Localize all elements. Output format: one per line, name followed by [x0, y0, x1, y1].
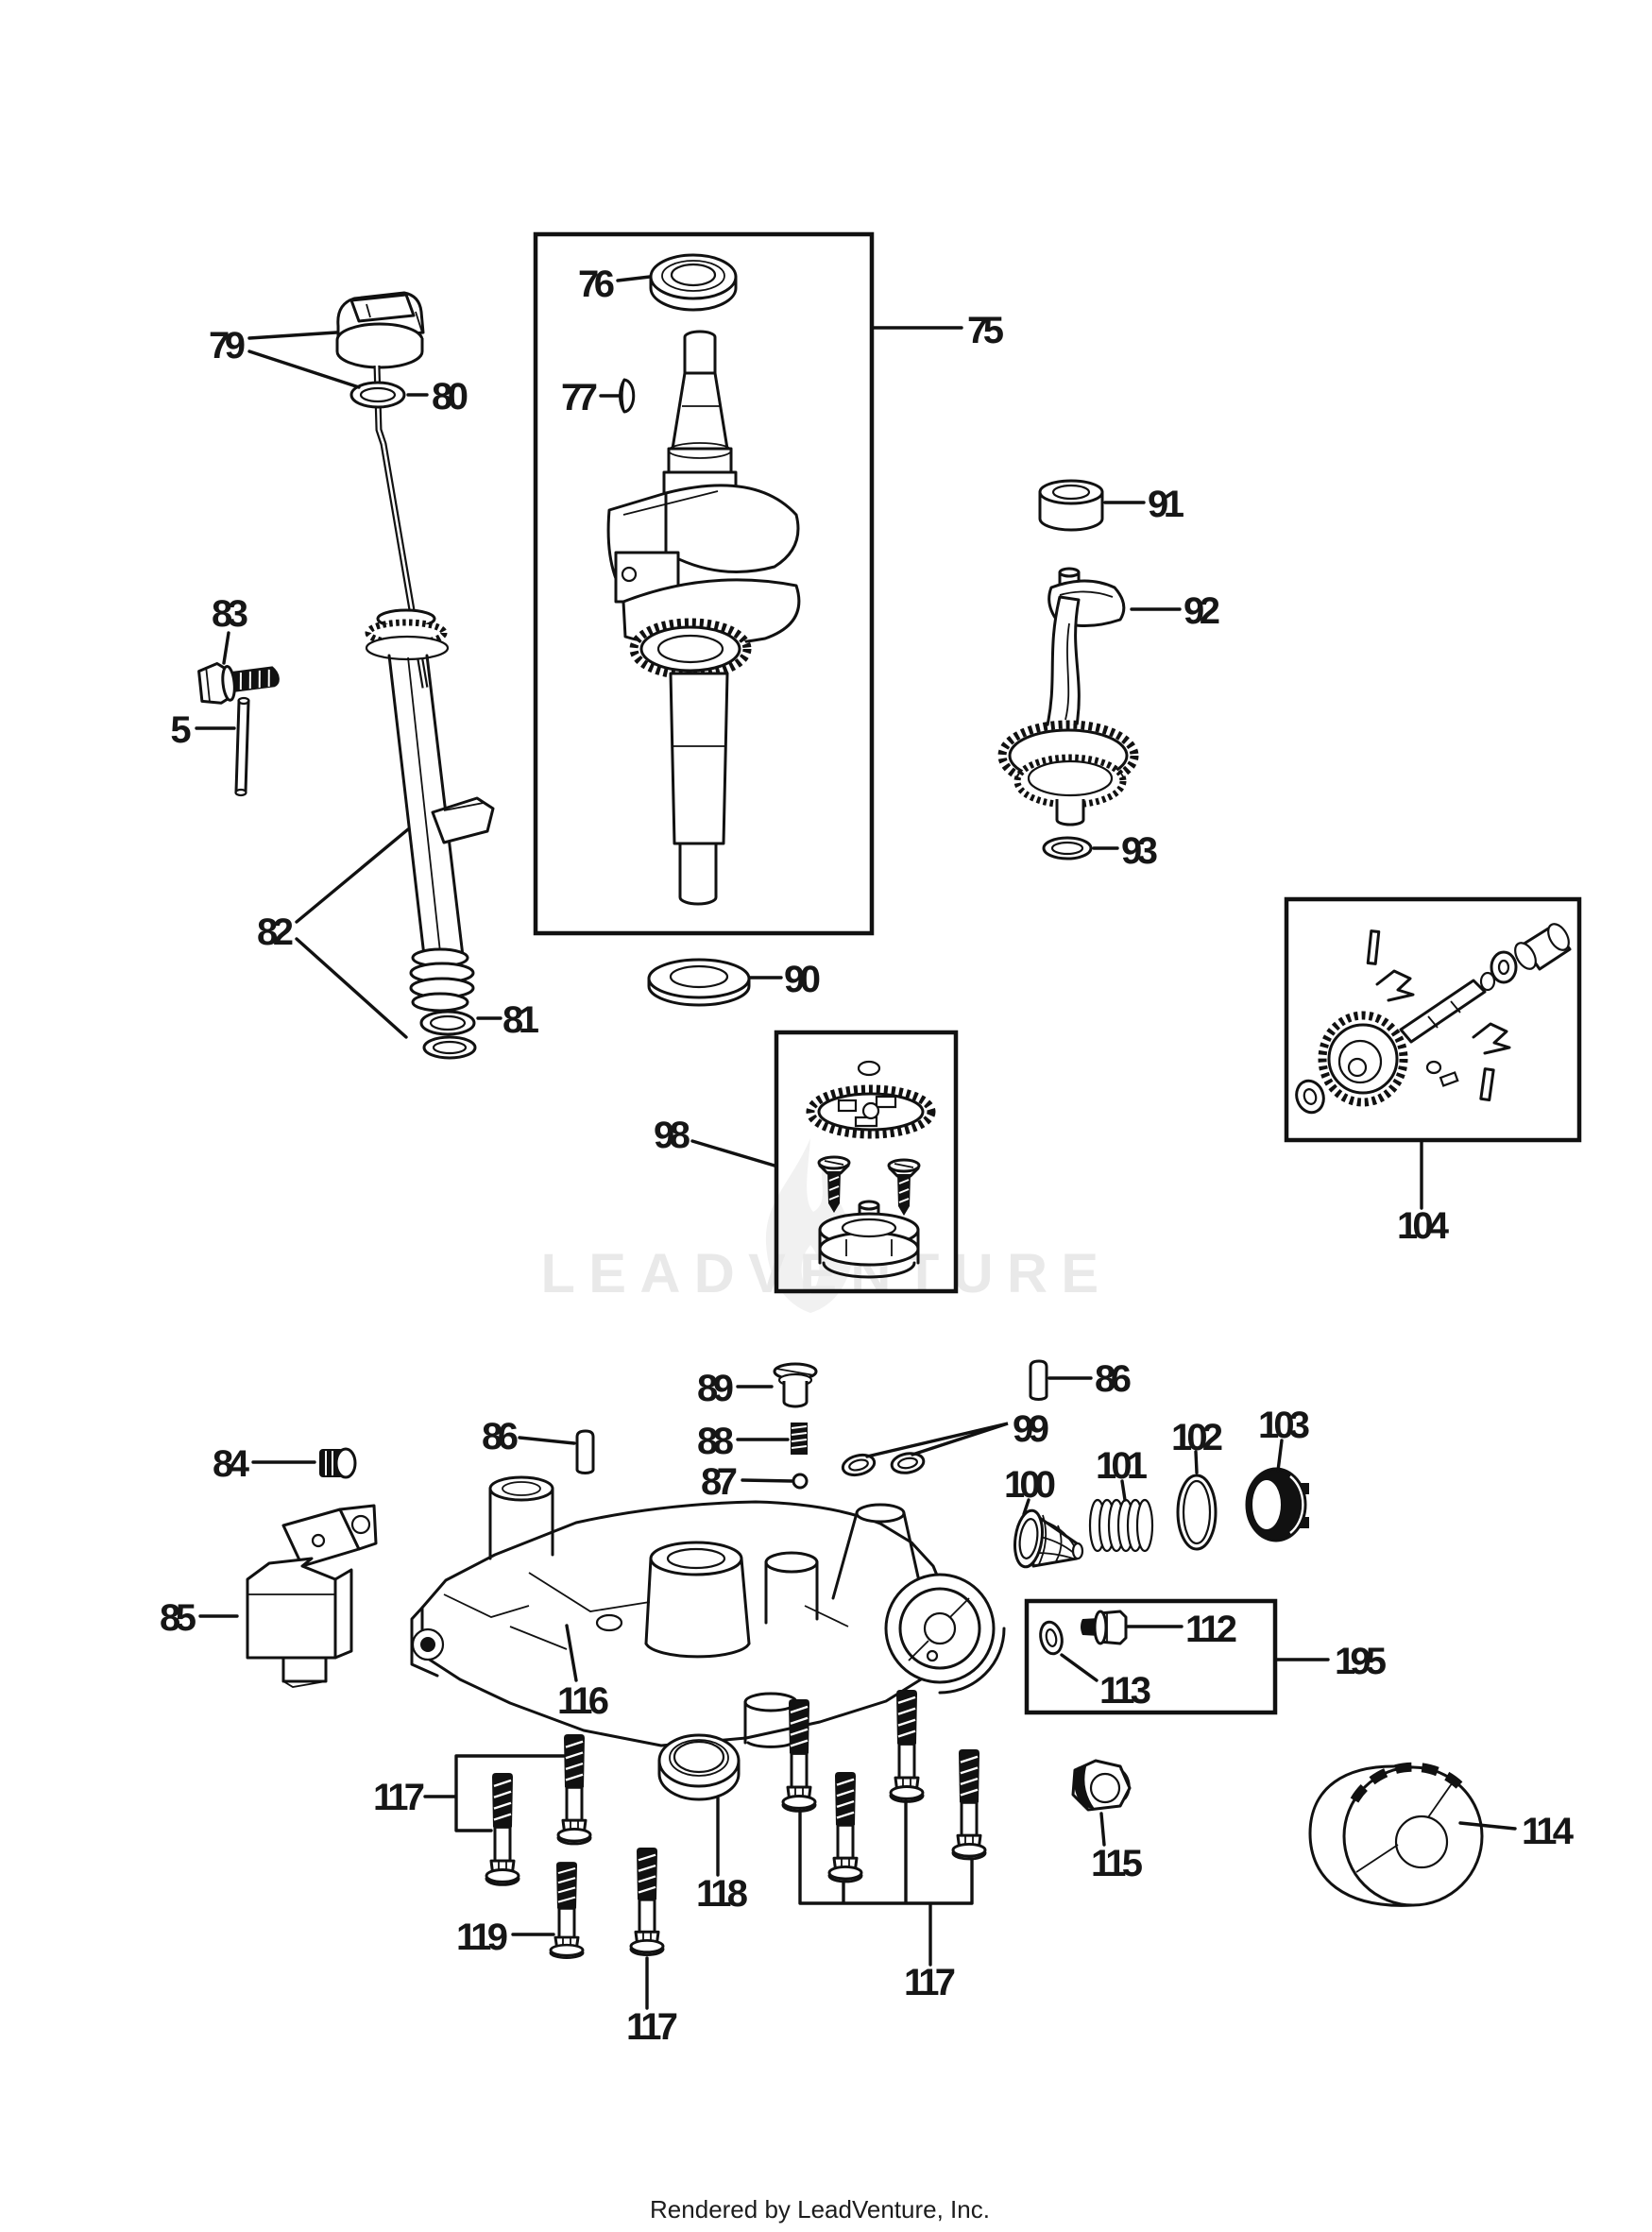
drain-plug-115-drawing [1071, 1759, 1132, 1812]
callout-103: 103 [1258, 1405, 1309, 1446]
callout-101: 101 [1096, 1445, 1148, 1487]
callout-117-center: 117 [626, 2006, 677, 2048]
callout-80: 80 [432, 376, 468, 417]
callout-104: 104 [1397, 1205, 1450, 1247]
callout-114: 114 [1522, 1811, 1575, 1852]
callout-102: 102 [1171, 1417, 1222, 1458]
callout-117-right: 117 [904, 1962, 955, 2003]
oil-fill-cap-drawing [335, 291, 425, 369]
plug-84-drawing [319, 1447, 357, 1479]
oil-filter-114-drawing [1308, 1762, 1484, 1907]
woodruff-key-77-drawing [619, 378, 636, 414]
leader-lines [195, 275, 1517, 2010]
spring-88-drawing [791, 1423, 808, 1455]
callout-77: 77 [561, 377, 597, 418]
crankshaft-group-box [533, 231, 875, 936]
callout-90: 90 [784, 959, 820, 1000]
orings-99-drawing [841, 1452, 926, 1477]
bolt-83-drawing [197, 662, 280, 705]
cam-oring-93-drawing [1042, 836, 1093, 860]
callout-83: 83 [212, 593, 247, 635]
bolt-112-drawing [1081, 1610, 1128, 1645]
callout-89: 89 [697, 1368, 733, 1409]
crankcase-cover-drawing [410, 1475, 1006, 1748]
dipstick-tube-orings-drawing [419, 1010, 477, 1060]
callout-88: 88 [697, 1421, 734, 1462]
cam-bushing-91-drawing [1038, 479, 1104, 532]
check-ball-87-drawing [792, 1473, 809, 1490]
callout-112: 112 [1185, 1609, 1236, 1650]
callout-85: 85 [160, 1597, 196, 1639]
camshaft-92-drawing [997, 567, 1139, 826]
callout-116: 116 [557, 1680, 608, 1722]
oil-sensor-85-drawing [246, 1504, 378, 1688]
callout-79: 79 [209, 325, 245, 366]
callout-76: 76 [578, 264, 614, 305]
callout-81: 81 [502, 999, 539, 1041]
oil-pump-kit-box [774, 1030, 959, 1294]
oring-102-drawing [1176, 1474, 1218, 1551]
callout-115: 115 [1091, 1843, 1143, 1884]
bearing-76-drawing [649, 253, 738, 312]
bearing-seal-118-drawing [657, 1733, 741, 1801]
callout-86-left: 86 [482, 1416, 518, 1457]
governor-gear-kit-drawing [1295, 923, 1572, 1115]
footer-credit: Rendered by LeadVenture, Inc. [650, 2195, 990, 2223]
callout-86-right: 86 [1095, 1358, 1131, 1400]
dowel-pin-86-left-drawing [575, 1429, 595, 1474]
dowel-pin-86-right-drawing [1029, 1359, 1048, 1401]
cap-103-drawing [1245, 1467, 1309, 1542]
callout-119: 119 [456, 1917, 507, 1958]
oil-gallery-plug-89-drawing [773, 1362, 818, 1408]
callout-91: 91 [1148, 484, 1184, 525]
dipstick-tube-drawing [365, 608, 495, 1013]
callout-100: 100 [1004, 1464, 1055, 1506]
pin-5-drawing [234, 696, 250, 797]
callout-82: 82 [257, 912, 293, 953]
callout-93: 93 [1121, 830, 1157, 872]
callout-118: 118 [696, 1873, 748, 1915]
callout-98: 98 [654, 1115, 690, 1156]
callout-117-left: 117 [373, 1777, 424, 1818]
oil-fill-oring-drawing [349, 381, 406, 409]
thrust-washer-90-drawing [647, 958, 751, 1007]
washer-113-drawing [1039, 1620, 1064, 1656]
callout-75: 75 [967, 310, 1004, 351]
callout-113: 113 [1099, 1670, 1150, 1712]
callout-84: 84 [213, 1443, 250, 1485]
governor-kit-box [1284, 896, 1582, 1143]
strainer-100-drawing [1013, 1508, 1084, 1569]
callout-92: 92 [1184, 590, 1219, 632]
oil-pump-kit-drawing [806, 1060, 936, 1279]
spring-101-drawing [1088, 1498, 1154, 1553]
hardware-kit-box [1024, 1598, 1278, 1715]
crankshaft-drawing [606, 330, 801, 906]
callout-195: 195 [1335, 1641, 1387, 1682]
callout-87: 87 [701, 1461, 737, 1503]
callout-5: 5 [170, 709, 191, 751]
callout-99: 99 [1013, 1408, 1048, 1450]
